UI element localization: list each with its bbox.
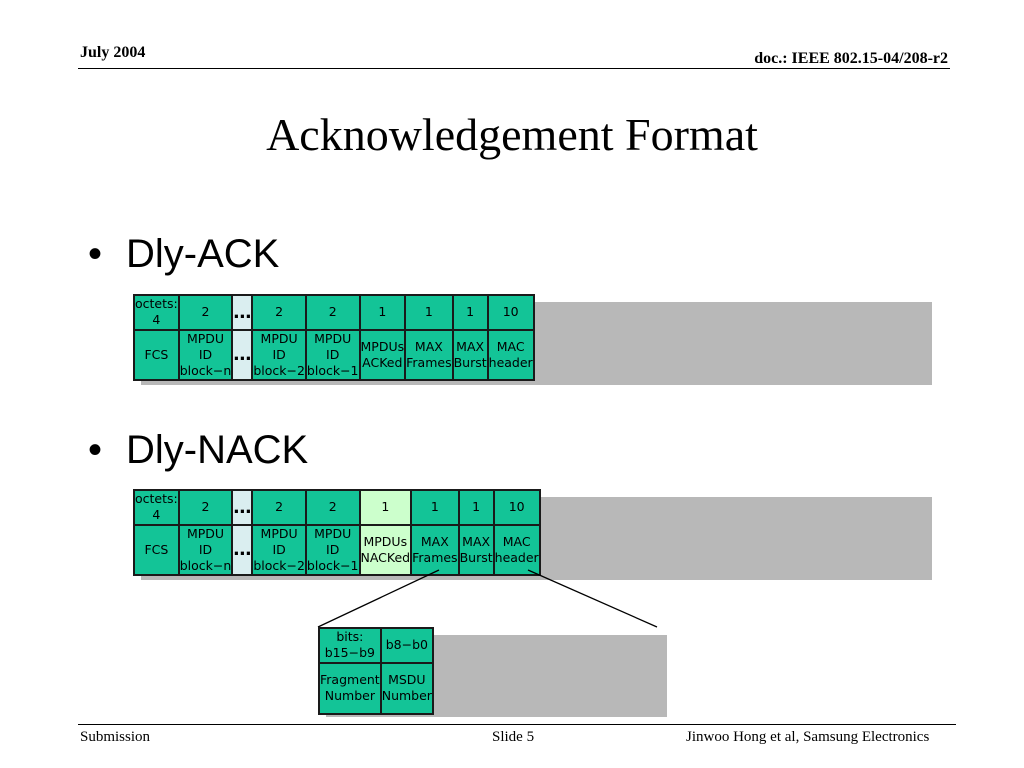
field-label-line: … (233, 539, 252, 561)
field-label-line: MAX (420, 533, 449, 549)
bullet-label: Dly-ACK (126, 232, 280, 276)
size-cell: b8−b0 (379, 627, 434, 664)
bullet-label: Dly-NACK (126, 428, 309, 472)
header-divider (78, 68, 950, 69)
field-label-line: MPDU ID (186, 330, 225, 362)
footer-slide-number: Slide 5 (492, 729, 535, 745)
header-date: July 2004 (80, 44, 146, 61)
footer-author: Jinwoo Hong et al, Samsung Electronics (686, 729, 930, 745)
footer-divider (78, 724, 956, 725)
field-label-line: block−n (179, 558, 232, 573)
zoom-line-left (317, 569, 440, 628)
size-cell: … (231, 489, 254, 526)
field-cell: Fragment Number (318, 661, 382, 715)
field-cell: FCS (133, 523, 180, 577)
field-label-line: … (233, 344, 252, 366)
field-cell: MAC header (492, 523, 541, 577)
field-label-line: Fragment Number (320, 671, 380, 703)
field-label-line: MPDU ID (260, 525, 298, 557)
field-label-line: FCS (144, 346, 169, 362)
size-cell: 2 (304, 294, 361, 331)
field-cell: … (231, 523, 254, 577)
bullet-dly-nack: • Dly-NACK (88, 428, 308, 473)
field-label-line: MAX Burst (453, 338, 487, 370)
size-cell: 1 (358, 294, 407, 331)
size-cell: 1 (457, 489, 495, 526)
header-doc-id: doc.: IEEE 802.15-04/208-r2 (754, 50, 948, 67)
size-cell: 10 (486, 294, 535, 331)
field-cell: MAX Burst (451, 328, 489, 382)
size-cell: 2 (177, 489, 234, 526)
field-label-line: MAX Burst (459, 533, 493, 565)
footer-submission: Submission (80, 729, 151, 745)
field-cell: FCS (133, 328, 180, 382)
size-cell: 2 (251, 489, 307, 526)
field-label-line: MPDU ID (314, 525, 352, 557)
size-cell: 1 (358, 489, 413, 526)
field-label-line: MAX (414, 338, 443, 354)
field-label-line: block−2 (253, 363, 305, 378)
size-cell: 2 (304, 489, 361, 526)
field-label-line: Frames (406, 354, 452, 370)
field-cell: MAX Burst (457, 523, 495, 577)
size-cell: 10 (492, 489, 541, 526)
field-label-line: block−2 (253, 558, 305, 573)
field-label-line: MPDUs (360, 338, 405, 354)
field-label-line: MAC header (494, 533, 539, 565)
size-cell: 1 (410, 489, 460, 526)
field-label-line: block−1 (306, 363, 359, 378)
field-label-line: FCS (144, 541, 169, 557)
field-label-line: block−n (179, 363, 232, 378)
field-label-line: MPDU ID (260, 330, 298, 362)
slide-title: Acknowledgement Format (266, 109, 758, 160)
field-label-line: MPDU ID (186, 525, 225, 557)
size-cell: octets: 4 (133, 489, 180, 526)
size-cell: 1 (451, 294, 489, 331)
size-cell: bits: b15−b9 (318, 627, 382, 664)
field-label-line: ACKed (362, 354, 403, 370)
field-label-line: MSDU Number (381, 671, 432, 703)
field-label-line: Frames (412, 549, 458, 565)
size-cell: octets: 4 (133, 294, 180, 331)
field-label-line: MPDUs (363, 533, 408, 549)
field-cell: MSDU Number (379, 661, 434, 715)
field-label-line: block−1 (306, 558, 359, 573)
size-cell: 1 (404, 294, 454, 331)
bullet-marker: • (88, 232, 103, 276)
bullet-dly-ack: • Dly-ACK (88, 232, 279, 277)
size-cell: … (231, 294, 254, 331)
field-label-line: NACKed (360, 549, 411, 565)
bullet-marker: • (88, 428, 103, 472)
field-label-line: MPDU ID (314, 330, 352, 362)
field-label-line: MAC header (488, 338, 533, 370)
zoom-line-right (527, 569, 658, 628)
size-cell: 2 (177, 294, 234, 331)
field-cell: MAC header (486, 328, 535, 382)
field-cell: … (231, 328, 254, 382)
size-cell: 2 (251, 294, 307, 331)
